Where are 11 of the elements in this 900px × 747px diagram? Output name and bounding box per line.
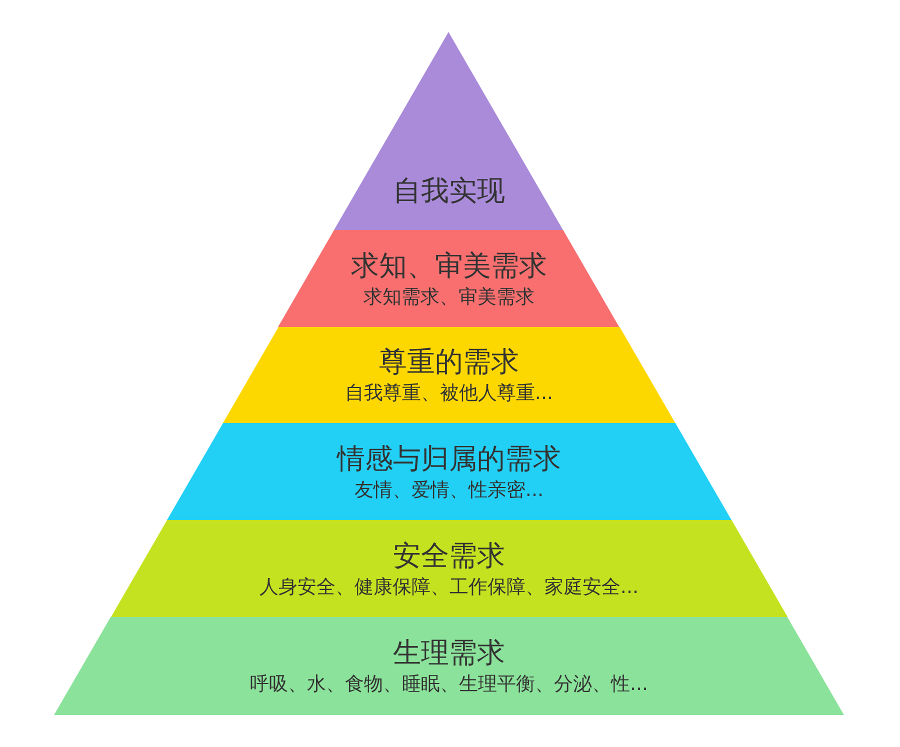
tier-description: 求知需求、审美需求 bbox=[363, 284, 534, 310]
tier-description: 自我尊重、被他人尊重... bbox=[344, 381, 554, 406]
tier-description: 呼吸、水、食物、睡眠、生理平衡、分泌、性... bbox=[250, 672, 648, 697]
tier-title: 安全需求 bbox=[392, 538, 505, 574]
tier-title: 生理需求 bbox=[393, 635, 505, 671]
tier-description: 友情、爱情、性亲密... bbox=[354, 478, 544, 502]
tier-title: 自我实现 bbox=[392, 173, 505, 209]
tier-description: 人身安全、健康保障、工作保障、家庭安全... bbox=[259, 574, 639, 600]
tier-title: 尊重的需求 bbox=[378, 344, 519, 380]
tier-title: 求知、审美需求 bbox=[350, 248, 547, 284]
tier-title: 情感与归属的需求 bbox=[336, 440, 561, 476]
